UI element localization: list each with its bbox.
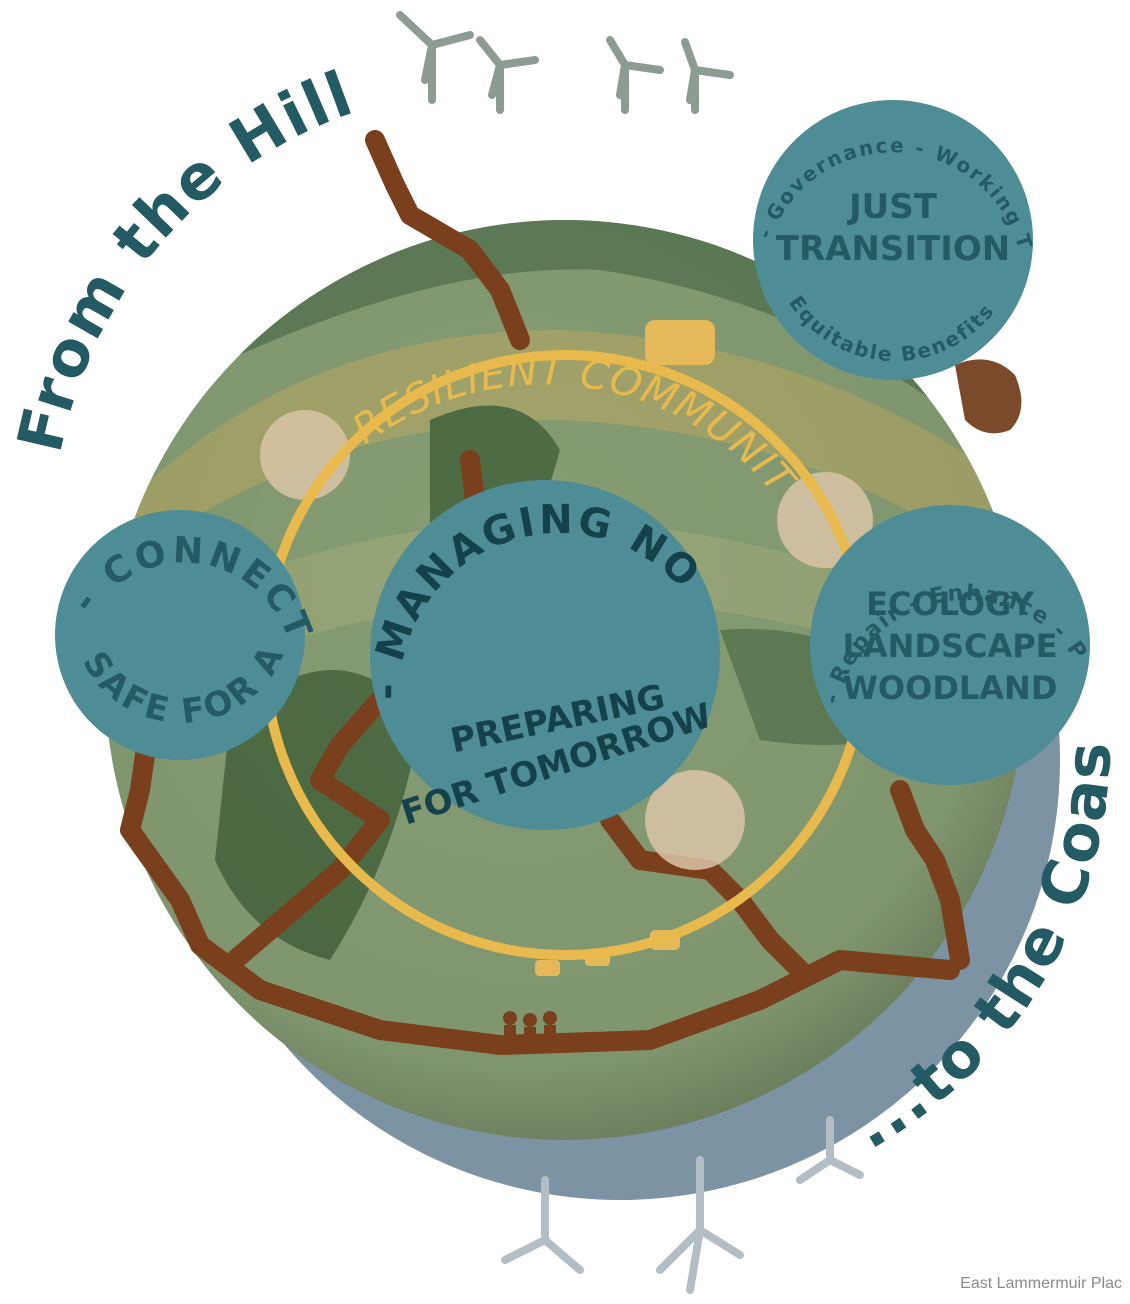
- wind-turbines-top: [400, 15, 730, 110]
- right-title-2: LANDSCAPE: [842, 627, 1057, 665]
- tr-title-1: JUST: [847, 187, 938, 227]
- scrub-right: [955, 359, 1021, 433]
- people-figures: [503, 1011, 557, 1043]
- tr-title-2: TRANSITION: [776, 229, 1010, 269]
- right-title-3: WOODLAND: [843, 669, 1058, 707]
- credit-text: East Lammermuir Plac: [960, 1275, 1122, 1293]
- right-title-1: ECOLOGY: [866, 585, 1035, 623]
